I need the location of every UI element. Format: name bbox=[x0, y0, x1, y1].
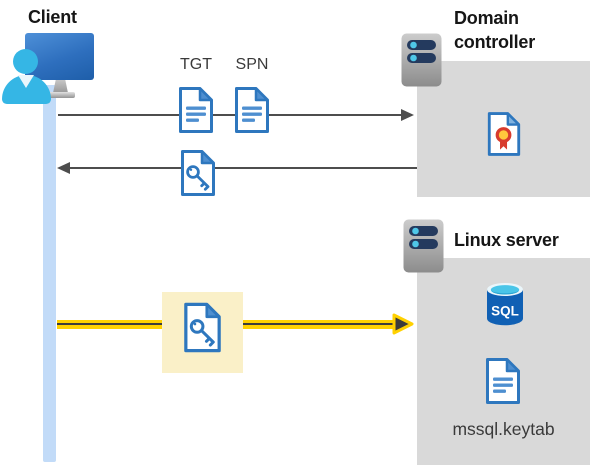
keytab-document-icon bbox=[483, 356, 523, 406]
monitor-stand bbox=[53, 80, 68, 93]
person-icon bbox=[13, 49, 38, 74]
yellow-arrow-head bbox=[392, 313, 414, 335]
service-ticket-key-document-icon bbox=[178, 149, 218, 197]
monitor-stand-base bbox=[47, 92, 75, 98]
ticket-request-arrow bbox=[58, 109, 414, 121]
linux-server-title: Linux server bbox=[454, 230, 559, 250]
ticket-response-arrow bbox=[57, 162, 417, 174]
client-title: Client bbox=[28, 7, 77, 27]
sql-icon-label: SQL bbox=[491, 304, 519, 319]
client-lifeline-bar bbox=[43, 85, 56, 462]
tgt-document-icon bbox=[176, 86, 216, 134]
linux-server-server-icon bbox=[402, 218, 445, 274]
spn-document-icon bbox=[232, 86, 272, 134]
user-computer-icon bbox=[2, 32, 105, 105]
arrow-right-head bbox=[401, 109, 414, 121]
keytab-filename: mssql.keytab bbox=[452, 419, 555, 439]
arrow-left-head bbox=[57, 162, 70, 174]
domain-controller-server-icon bbox=[400, 32, 443, 88]
tgt-label: TGT bbox=[180, 56, 212, 73]
sql-database-icon: SQL bbox=[487, 283, 523, 326]
spn-label: SPN bbox=[235, 56, 269, 73]
domain-controller-title: Domain controller bbox=[454, 8, 536, 52]
highlighted-key-document-icon bbox=[181, 301, 224, 354]
person-collar bbox=[18, 75, 34, 88]
certificate-document-icon bbox=[485, 111, 523, 157]
